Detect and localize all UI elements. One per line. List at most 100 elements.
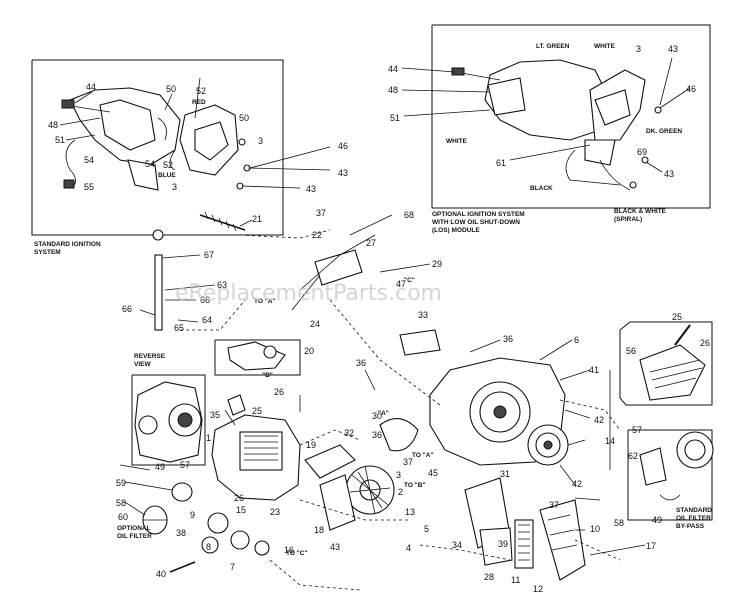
optional-ignition-assembly [451,59,662,191]
standard-oil-filter-box [627,429,713,521]
part-number-32: 32 [344,428,354,438]
part-number-5: 5 [424,524,429,534]
engine-block-assembly [134,229,714,581]
part-number-41: 41 [589,365,599,375]
caption-optional-ignition-1: OPTIONAL IGNITION SYSTEM [432,211,525,218]
part-number-1: 1 [206,433,211,443]
part-number-52b: 52 [163,160,173,170]
optional-ignition-box [431,24,711,209]
part-number-20: 20 [304,346,314,356]
callout-to-a: TO "A" [254,298,276,305]
mark-b: "B" [262,372,273,379]
part-number-17: 17 [646,541,656,551]
caption-reverse-view-2: VIEW [134,361,151,368]
part-number-6: 6 [574,335,579,345]
part-number-66b: 66 [200,295,210,305]
part-number-7: 7 [230,562,235,572]
part-number-13: 13 [405,507,415,517]
standard-ignition-assembly [61,87,251,232]
part-number-29: 29 [432,259,442,269]
part-number-44: 44 [86,82,96,92]
part-number-52: 52 [196,86,206,96]
part-number-10: 10 [590,524,600,534]
caption-standard-oil-filter-2: OIL FILTER [676,515,711,522]
label-dk-green: DK. GREEN [646,128,682,135]
part-number-9: 9 [190,510,195,520]
part-number-67: 67 [204,250,214,260]
part-number-43c: 43 [668,44,678,54]
part-number-27: 27 [366,238,376,248]
part-number-14: 14 [605,436,615,446]
part-number-55: 55 [84,182,94,192]
part-number-36b: 36 [356,358,366,368]
part-number-40: 40 [156,569,166,579]
part-number-16: 16 [284,545,294,555]
caption-standard-oil-filter-3: BY-PASS [676,523,705,530]
label-white-top: WHITE [594,43,616,50]
callout-to-a-2: TO "A" [412,452,434,459]
captions: STANDARD IGNITION SYSTEM OPTIONAL IGNITI… [34,208,712,540]
part-number-19: 19 [306,440,316,450]
part-number-25b: 25 [252,406,262,416]
part-number-46b: 46 [686,84,696,94]
part-number-39: 39 [498,539,508,549]
caption-optional-oil-filter-1: OPTIONAL [117,525,151,532]
part-number-59: 59 [116,478,126,488]
connection-lines [180,229,621,591]
part-number-43d: 43 [664,169,674,179]
part-number-22: 22 [312,230,322,240]
detail-box-26 [619,321,713,406]
part-number-18: 18 [314,525,324,535]
leader-lines [59,57,691,556]
part-number-26c: 26 [234,493,244,503]
wire-labels: LT. GREEN WHITE WHITE DK. GREEN BLACK RE… [158,43,682,192]
part-number-28: 28 [484,572,494,582]
part-number-3b: 3 [172,182,177,192]
part-number-47: 47 [396,279,406,289]
mark-c: "C" [404,277,415,284]
part-number-50b: 50 [239,113,249,123]
part-number-26b: 26 [274,387,284,397]
part-number-24: 24 [310,319,320,329]
part-number-36: 36 [503,334,513,344]
part-number-35: 35 [210,410,220,420]
part-number-37b: 37 [549,500,559,510]
standard-ignition-box [31,59,284,236]
part-number-43e: 43 [330,542,340,552]
part-number-33: 33 [418,310,428,320]
caption-black-white-1: BLACK & WHITE [614,208,667,215]
callouts: TO "A" TO "B" TO "C" TO "A" "A" "B" "C" [254,277,434,557]
part-number-46: 46 [338,141,348,151]
part-number-54b: 54 [145,159,155,169]
part-number-68: 68 [404,210,414,220]
part-number-61: 61 [496,158,506,168]
part-number-58b: 58 [614,518,624,528]
callout-to-b: TO "B" [404,482,426,489]
part-number-58: 58 [116,498,126,508]
part-number-3d: 3 [396,470,401,480]
caption-optional-ignition-2: WITH LOW OIL SHUT-DOWN [432,219,520,226]
part-number-25: 25 [672,312,682,322]
part-number-66: 66 [122,304,132,314]
part-number-31: 31 [500,469,510,479]
part-number-45: 45 [428,468,438,478]
caption-optional-oil-filter-2: OIL FILTER [117,533,152,540]
part-number-49: 49 [155,462,165,472]
part-number-3: 3 [258,136,263,146]
part-number-42: 42 [594,415,604,425]
part-number-11: 11 [511,575,520,585]
part-number-63: 63 [217,280,227,290]
part-number-23: 23 [270,507,280,517]
part-20-box [214,339,301,376]
mark-a: "A" [378,410,389,417]
part-number-8: 8 [206,542,211,552]
label-white-left: WHITE [446,138,468,145]
part-number-42b: 42 [572,479,582,489]
part-numbers: 44 48 51 50 52 50 3 54 54 52 55 3 46 43 … [48,44,710,594]
part-number-38: 38 [176,528,186,538]
caption-standard-oil-filter-1: STANDARD [676,507,712,514]
part-number-2: 2 [398,487,403,497]
part-number-12: 12 [533,584,543,594]
part-number-56: 56 [626,346,636,356]
